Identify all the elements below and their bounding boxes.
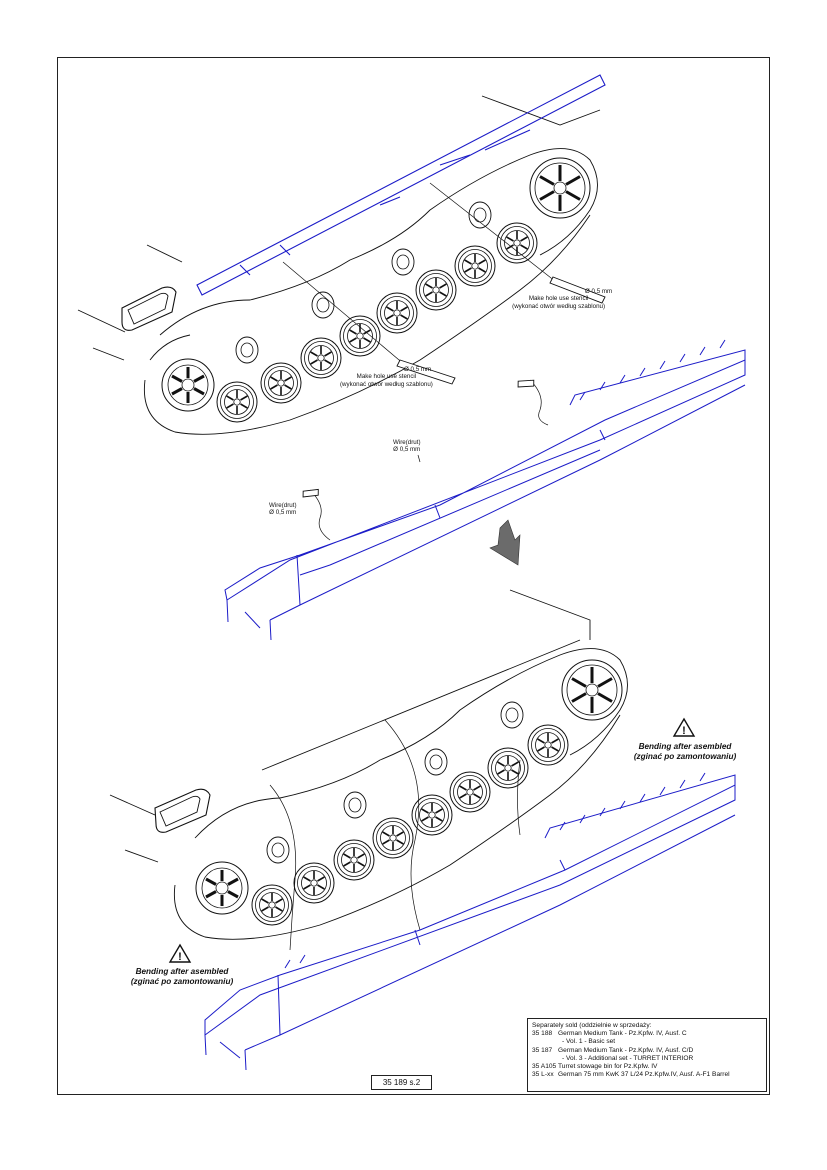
sold-item-cont: - Vol. 1 - Basic set bbox=[562, 1038, 616, 1046]
lower-hull-assembly bbox=[109, 589, 628, 951]
upper-hull-assembly bbox=[77, 74, 606, 435]
warning-triangle-icon bbox=[673, 718, 695, 738]
lower-fender-part bbox=[204, 772, 736, 1071]
hole-label-right: Ø 0,5 mm Make hole use stencil (wykonać … bbox=[512, 288, 613, 310]
warning-triangle-icon bbox=[169, 944, 191, 964]
page-frame bbox=[57, 57, 770, 1095]
wire-label-left: Wire(drut) Ø 0,5 mm bbox=[269, 502, 297, 517]
wire-pins-upper bbox=[302, 379, 535, 498]
wire-leaders-upper bbox=[309, 379, 549, 541]
warning-right: Bending after asembled (zginać po zamont… bbox=[633, 742, 737, 761]
wire-label-top: Wire(drut) Ø 0,5 mm bbox=[393, 439, 421, 454]
separately-sold-box: Separately sold (oddzielnie w sprzedaży:… bbox=[527, 1018, 767, 1092]
hole-label-left: Ø 0,5 mm Make hole use stencil (wykonać … bbox=[340, 366, 433, 388]
warning-left: Bending after asembled (zginać po zamont… bbox=[130, 967, 234, 986]
direction-arrow bbox=[489, 519, 521, 566]
sold-title: Separately sold (oddzielnie w sprzedaży: bbox=[532, 1022, 652, 1029]
upper-fender-part bbox=[224, 339, 746, 641]
sold-item-cont: - Vol. 3 - Additional set - TURRET INTER… bbox=[562, 1054, 694, 1062]
page-number: 35 189 s.2 bbox=[371, 1075, 432, 1090]
